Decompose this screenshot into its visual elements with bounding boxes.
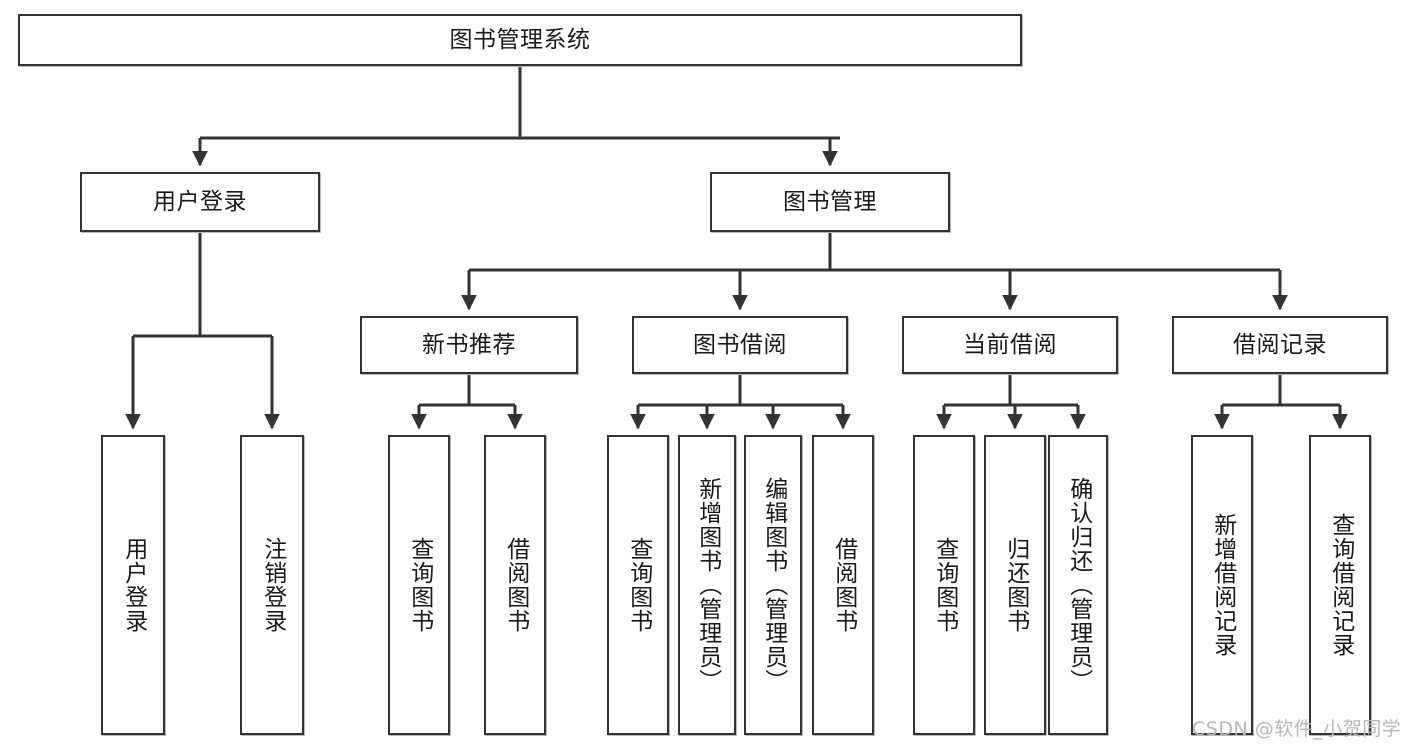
leaf-add-book-admin[interactable]: 新增图书（管理员） — [678, 435, 736, 735]
node-book-borrow-label: 图书借阅 — [693, 331, 787, 358]
leaf-label: 确认归还（管理员） — [1065, 477, 1092, 693]
node-book-manage-label: 图书管理 — [783, 188, 877, 215]
leaf-query-book-borrow[interactable]: 查询图书 — [607, 435, 669, 735]
node-borrow-record[interactable]: 借阅记录 — [1172, 316, 1388, 374]
leaf-return-book[interactable]: 归还图书 — [984, 435, 1046, 735]
node-book-borrow[interactable]: 图书借阅 — [632, 316, 848, 374]
leaf-borrow-book[interactable]: 借阅图书 — [812, 435, 874, 735]
node-current-borrow-label: 当前借阅 — [963, 331, 1057, 358]
leaf-user-login[interactable]: 用户登录 — [101, 435, 165, 735]
node-current-borrow[interactable]: 当前借阅 — [902, 316, 1118, 374]
node-user-login-label: 用户登录 — [153, 188, 247, 215]
leaf-label: 查询借阅记录 — [1327, 513, 1354, 657]
leaf-label: 归还图书 — [1002, 537, 1029, 633]
node-new-book-recommend-label: 新书推荐 — [422, 331, 516, 358]
watermark: CSDN @软件_小贺同学 — [1192, 718, 1402, 740]
leaf-label: 新增借阅记录 — [1209, 513, 1236, 657]
node-user-login[interactable]: 用户登录 — [80, 172, 320, 232]
leaf-label: 借阅图书 — [830, 537, 857, 633]
node-book-manage[interactable]: 图书管理 — [710, 172, 950, 232]
leaf-label: 编辑图书（管理员） — [760, 477, 787, 693]
leaf-logout[interactable]: 注销登录 — [240, 435, 304, 735]
node-borrow-record-label: 借阅记录 — [1233, 331, 1327, 358]
leaf-label: 注销登录 — [259, 537, 286, 633]
leaf-confirm-return-admin[interactable]: 确认归还（管理员） — [1048, 435, 1108, 735]
leaf-label: 查询图书 — [625, 537, 652, 633]
node-new-book-recommend[interactable]: 新书推荐 — [360, 316, 578, 374]
leaf-label: 新增图书（管理员） — [694, 477, 721, 693]
leaf-query-borrow-record[interactable]: 查询借阅记录 — [1309, 435, 1371, 735]
leaf-query-book-new[interactable]: 查询图书 — [388, 435, 450, 735]
leaf-label: 用户登录 — [120, 537, 147, 633]
leaf-label: 借阅图书 — [502, 537, 529, 633]
leaf-edit-book-admin[interactable]: 编辑图书（管理员） — [744, 435, 802, 735]
leaf-label: 查询图书 — [931, 537, 958, 633]
leaf-label: 查询图书 — [406, 537, 433, 633]
leaf-borrow-book-new[interactable]: 借阅图书 — [484, 435, 546, 735]
node-root[interactable]: 图书管理系统 — [18, 14, 1022, 66]
leaf-query-book-current[interactable]: 查询图书 — [913, 435, 975, 735]
leaf-add-borrow-record[interactable]: 新增借阅记录 — [1191, 435, 1253, 735]
node-root-label: 图书管理系统 — [449, 26, 591, 53]
